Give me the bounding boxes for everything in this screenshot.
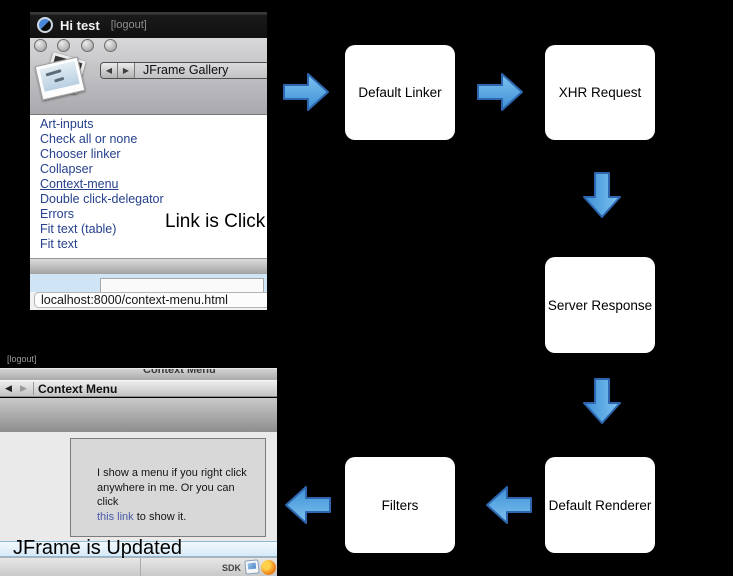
- arrow-right-icon: [477, 73, 523, 111]
- top-window-toolbar: ◀ ▶ JFrame Gallery: [30, 38, 267, 115]
- top-window-titlebar: Hi test [logout]: [30, 12, 267, 38]
- window-button[interactable]: [57, 39, 70, 52]
- flow-box-label: XHR Request: [558, 85, 642, 100]
- notification-box: [100, 278, 264, 292]
- arrow-left-icon: [486, 486, 532, 524]
- swirl-icon[interactable]: [261, 560, 276, 575]
- gallery-link[interactable]: Chooser linker: [40, 147, 121, 161]
- photos-app-icon: [34, 51, 90, 103]
- panel-text-line: anywhere in me. Or you can click: [97, 481, 235, 509]
- gallery-link[interactable]: Fit text: [40, 237, 78, 251]
- bottom-window-toolbar: ◀ ▶ Context Menu: [0, 380, 277, 397]
- bottom-browser-window: [logout] Context Menu ◀ ▶ Context Menu I…: [0, 348, 277, 576]
- window-button[interactable]: [34, 39, 47, 52]
- flow-box-filters: Filters: [345, 457, 455, 553]
- back-icon: ◀: [105, 66, 113, 75]
- logout-link[interactable]: [logout]: [110, 19, 147, 31]
- photos-icon[interactable]: [244, 559, 260, 575]
- bottom-window-titlebar: Context Menu: [0, 368, 277, 380]
- page-content: I show a menu if you right click anywher…: [0, 432, 277, 541]
- window-title: Context Menu: [143, 368, 216, 376]
- arrow-left-icon: [285, 486, 331, 524]
- logout-link[interactable]: [logout]: [7, 354, 37, 364]
- this-link[interactable]: this link: [97, 510, 134, 523]
- flow-box-label: Default Renderer: [548, 497, 652, 513]
- flow-box-default-renderer: Default Renderer: [545, 457, 655, 553]
- panel-text: I show a menu if you right click anywher…: [97, 466, 257, 524]
- nav-title-bar: ◀ ▶ JFrame Gallery: [100, 62, 267, 79]
- window-button[interactable]: [104, 39, 117, 52]
- scroll-bar[interactable]: [30, 258, 267, 274]
- window-title: Hi test: [60, 17, 100, 33]
- annotation-link-clicked: Link is Click: [165, 211, 266, 232]
- flow-box-label: Filters: [381, 497, 419, 513]
- flow-box-server-response: Server Response: [545, 257, 655, 353]
- window-button[interactable]: [81, 39, 94, 52]
- gallery-link-list: Art-inputs Check all or none Chooser lin…: [30, 115, 267, 258]
- chrome-gradient: [0, 398, 277, 432]
- status-bar: SDK: [0, 557, 277, 576]
- forward-button[interactable]: ▶: [17, 382, 30, 395]
- gallery-link[interactable]: Context-menu: [40, 177, 119, 191]
- gallery-link[interactable]: Fit text (table): [40, 222, 117, 236]
- annotation-jframe-updated: JFrame is Updated: [13, 537, 182, 559]
- flow-box-xhr-request: XHR Request: [545, 45, 655, 140]
- gallery-link[interactable]: Errors: [40, 207, 75, 221]
- forward-button[interactable]: ▶: [118, 63, 135, 78]
- url-row: localhost:8000/context-menu.html: [30, 292, 267, 310]
- toolbar-separator: [33, 382, 34, 395]
- toolbar-title: Context Menu: [38, 381, 118, 396]
- flow-box-default-linker: Default Linker: [345, 45, 455, 140]
- flow-box-label: Default Linker: [358, 85, 442, 100]
- url-bar[interactable]: localhost:8000/context-menu.html: [34, 292, 267, 308]
- status-divider: [140, 558, 141, 576]
- back-button[interactable]: ◀: [2, 382, 15, 395]
- panel-text-line: I show a menu if you right click: [97, 467, 247, 479]
- gallery-link[interactable]: Check all or none: [40, 132, 138, 146]
- arrow-down-icon: [583, 172, 621, 218]
- forward-icon: ▶: [20, 383, 27, 393]
- forward-icon: ▶: [122, 66, 130, 75]
- arrow-right-icon: [283, 73, 329, 111]
- gallery-link[interactable]: Double click-delegator: [40, 192, 164, 206]
- panel-text-line: to show it.: [133, 510, 187, 523]
- back-button[interactable]: ◀: [101, 63, 118, 78]
- context-menu-panel[interactable]: I show a menu if you right click anywher…: [70, 438, 266, 537]
- gallery-title: JFrame Gallery: [135, 63, 267, 78]
- gallery-link[interactable]: Collapser: [40, 162, 93, 176]
- blue-strip: [30, 274, 267, 292]
- back-icon: ◀: [5, 383, 12, 393]
- sdk-label: SDK: [221, 563, 241, 573]
- gallery-link[interactable]: Art-inputs: [40, 117, 94, 131]
- arrow-down-icon: [583, 378, 621, 424]
- blue-strip: [0, 541, 277, 557]
- flow-box-label: Server Response: [547, 297, 653, 313]
- top-browser-window: Hi test [logout] ◀: [30, 12, 267, 310]
- app-pie-icon: [37, 17, 53, 33]
